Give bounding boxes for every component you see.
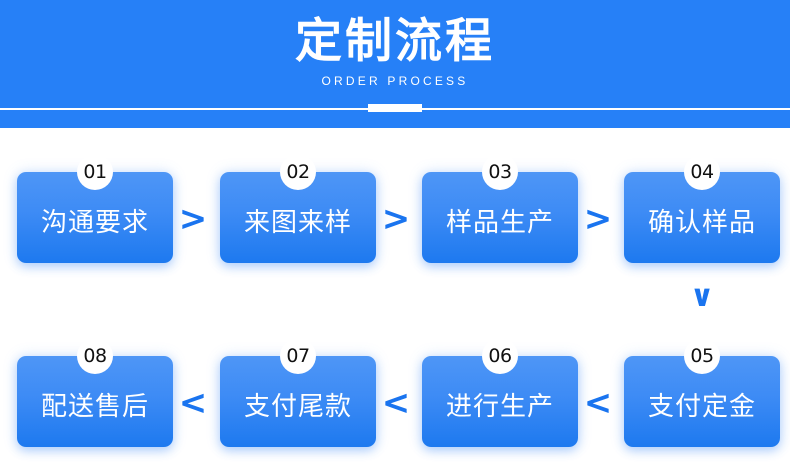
step-number-badge: 04	[684, 154, 720, 190]
step-number-badge: 05	[684, 338, 720, 374]
arrow-right-icon: >	[583, 199, 613, 239]
arrow-down-icon: ∨	[689, 279, 715, 314]
step-label: 支付定金	[647, 392, 756, 422]
arrow-left-icon: <	[381, 383, 411, 423]
arrow-left-icon: <	[583, 383, 613, 423]
header-divider-center-block	[368, 104, 422, 112]
page-subtitle: ORDER PROCESS	[321, 74, 469, 88]
process-flow: 01 沟通要求 > 02 来图来样 > 03 样品生产 > 04 确认样品 ∨	[0, 128, 790, 466]
process-step-03[interactable]: 03 样品生产	[422, 154, 578, 263]
process-step-04[interactable]: 04 确认样品	[624, 154, 780, 263]
step-number-badge: 02	[280, 154, 316, 190]
step-label: 来图来样	[243, 208, 352, 238]
arrow-right-icon: >	[178, 199, 208, 239]
step-label: 沟通要求	[40, 208, 149, 238]
process-row-bottom: 08 配送售后 < 07 支付尾款 < 06 进行生产 < 05 支付定金	[0, 338, 790, 452]
process-step-08[interactable]: 08 配送售后	[17, 338, 173, 447]
header-banner: 定制流程 ORDER PROCESS	[0, 0, 790, 128]
process-step-07[interactable]: 07 支付尾款	[220, 338, 376, 447]
step-label: 确认样品	[647, 208, 756, 238]
process-step-01[interactable]: 01 沟通要求	[17, 154, 173, 263]
step-number-badge: 08	[77, 338, 113, 374]
page-title: 定制流程	[295, 14, 495, 69]
step-number-badge: 01	[77, 154, 113, 190]
step-label: 样品生产	[445, 208, 554, 238]
process-row-top: 01 沟通要求 > 02 来图来样 > 03 样品生产 > 04 确认样品	[0, 154, 790, 268]
process-step-02[interactable]: 02 来图来样	[220, 154, 376, 263]
arrow-left-icon: <	[178, 383, 208, 423]
step-number-badge: 06	[482, 338, 518, 374]
step-number-badge: 03	[482, 154, 518, 190]
step-number-badge: 07	[280, 338, 316, 374]
step-label: 配送售后	[40, 392, 149, 422]
process-step-06[interactable]: 06 进行生产	[422, 338, 578, 447]
arrow-right-icon: >	[381, 199, 411, 239]
process-step-05[interactable]: 05 支付定金	[624, 338, 780, 447]
step-label: 支付尾款	[243, 392, 352, 422]
step-label: 进行生产	[445, 392, 554, 422]
